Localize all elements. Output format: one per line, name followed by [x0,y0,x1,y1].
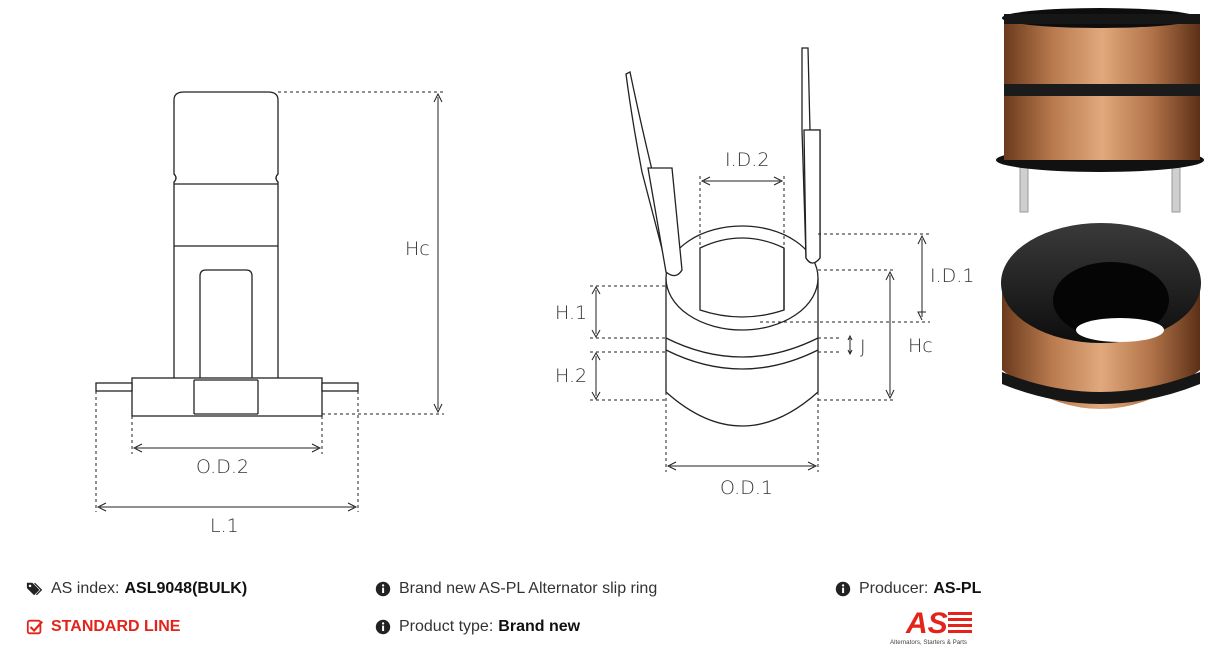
description-text: Brand new AS-PL Alternator slip ring [399,580,658,597]
label-od2: O.D.2 [196,456,249,478]
product-type-value: Brand new [498,618,581,635]
as-index-label: AS index: [51,580,120,597]
tags-icon [26,582,43,596]
isometric-drawing [625,47,821,427]
logo-tagline: Alternators, Starters & Parts [890,639,967,646]
standard-line-label: STANDARD LINE [51,618,181,635]
logo-mark: AS [905,607,948,640]
producer-label: Producer: [859,580,929,597]
label-id1: I.D.1 [930,265,974,287]
label-j: J [860,336,866,358]
label-id2: I.D.2 [725,149,769,171]
producer-row: Producer: AS-PL [834,580,981,598]
as-pl-logo[interactable]: AS Alternators, Starters & Parts [888,606,998,646]
label-h2: H.2 [555,365,587,387]
description-row: Brand new AS-PL Alternator slip ring [374,580,657,598]
label-hc-left: Hc [405,238,430,260]
as-index-row: AS index: ASL9048(BULK) [26,580,247,598]
product-photo-side [996,8,1204,213]
side-view-drawing [95,91,359,417]
check-square-icon [26,619,44,635]
label-od1: O.D.1 [720,477,773,499]
isometric-dimensions [590,176,930,472]
technical-diagram: Hc O.D.2 L.1 [95,8,1204,537]
product-type-label: Product type: [399,618,494,635]
info-circle-icon [375,581,391,597]
side-view-dimensions [95,91,444,512]
info-circle-icon [375,619,391,635]
info-circle-icon [835,581,851,597]
label-l1: L.1 [210,515,239,537]
standard-line-row: STANDARD LINE [26,618,180,636]
label-hc-middle: Hc [908,335,933,357]
product-type-row: Product type: Brand new [374,618,580,636]
as-index-value: ASL9048(BULK) [124,580,248,597]
producer-value: AS-PL [933,580,982,597]
product-photo-angled [1001,223,1201,409]
label-h1: H.1 [555,302,587,324]
